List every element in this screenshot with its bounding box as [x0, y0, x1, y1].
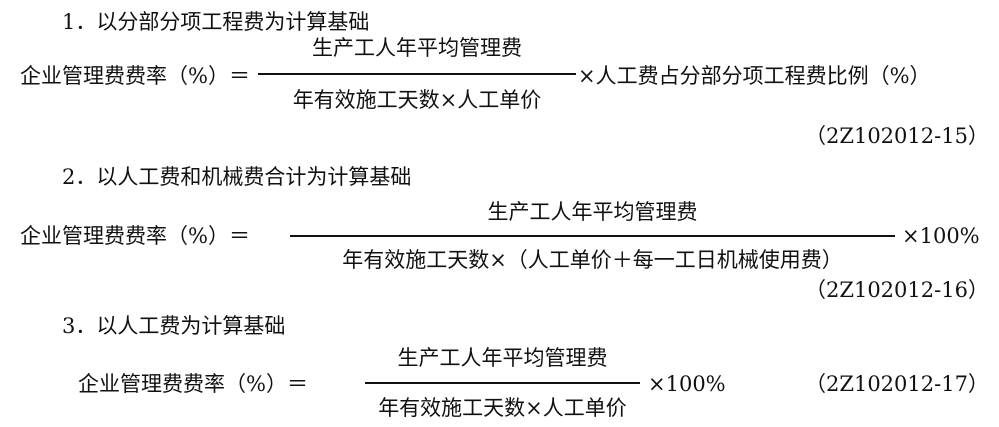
formula-lhs: 企业管理费费率（%）＝: [78, 372, 308, 396]
section-heading: 1．以分部分项工程费为计算基础: [62, 10, 370, 34]
fraction-bar: [290, 235, 895, 237]
formula-rhs: ×100%: [648, 372, 726, 396]
section-heading: 2．以人工费和机械费合计为计算基础: [62, 165, 412, 189]
formula-lhs: 企业管理费费率（%）＝: [20, 224, 250, 248]
fraction-bar: [365, 382, 640, 384]
equation-number: （2Z102012-17）: [805, 372, 989, 396]
formula-lhs: 企业管理费费率（%）＝: [20, 64, 250, 88]
formula-denominator: 年有效施工天数×人工单价: [292, 88, 542, 112]
formula-numerator: 生产工人年平均管理费: [397, 346, 608, 370]
section-heading: 3．以人工费为计算基础: [62, 314, 286, 338]
formula-numerator: 生产工人年平均管理费: [487, 200, 698, 224]
formula-numerator: 生产工人年平均管理费: [312, 36, 522, 60]
equation-number: （2Z102012-16）: [805, 278, 989, 302]
formula-denominator: 年有效施工天数×人工单价: [378, 396, 627, 420]
formula-denominator: 年有效施工天数×（人工单价＋每一工日机械使用费）: [342, 248, 843, 272]
formula-rhs: ×人工费占分部分项工程费比例（%）: [578, 64, 931, 88]
equation-number: （2Z102012-15）: [805, 124, 989, 148]
fraction-bar: [258, 73, 576, 75]
formula-rhs: ×100%: [902, 224, 980, 248]
